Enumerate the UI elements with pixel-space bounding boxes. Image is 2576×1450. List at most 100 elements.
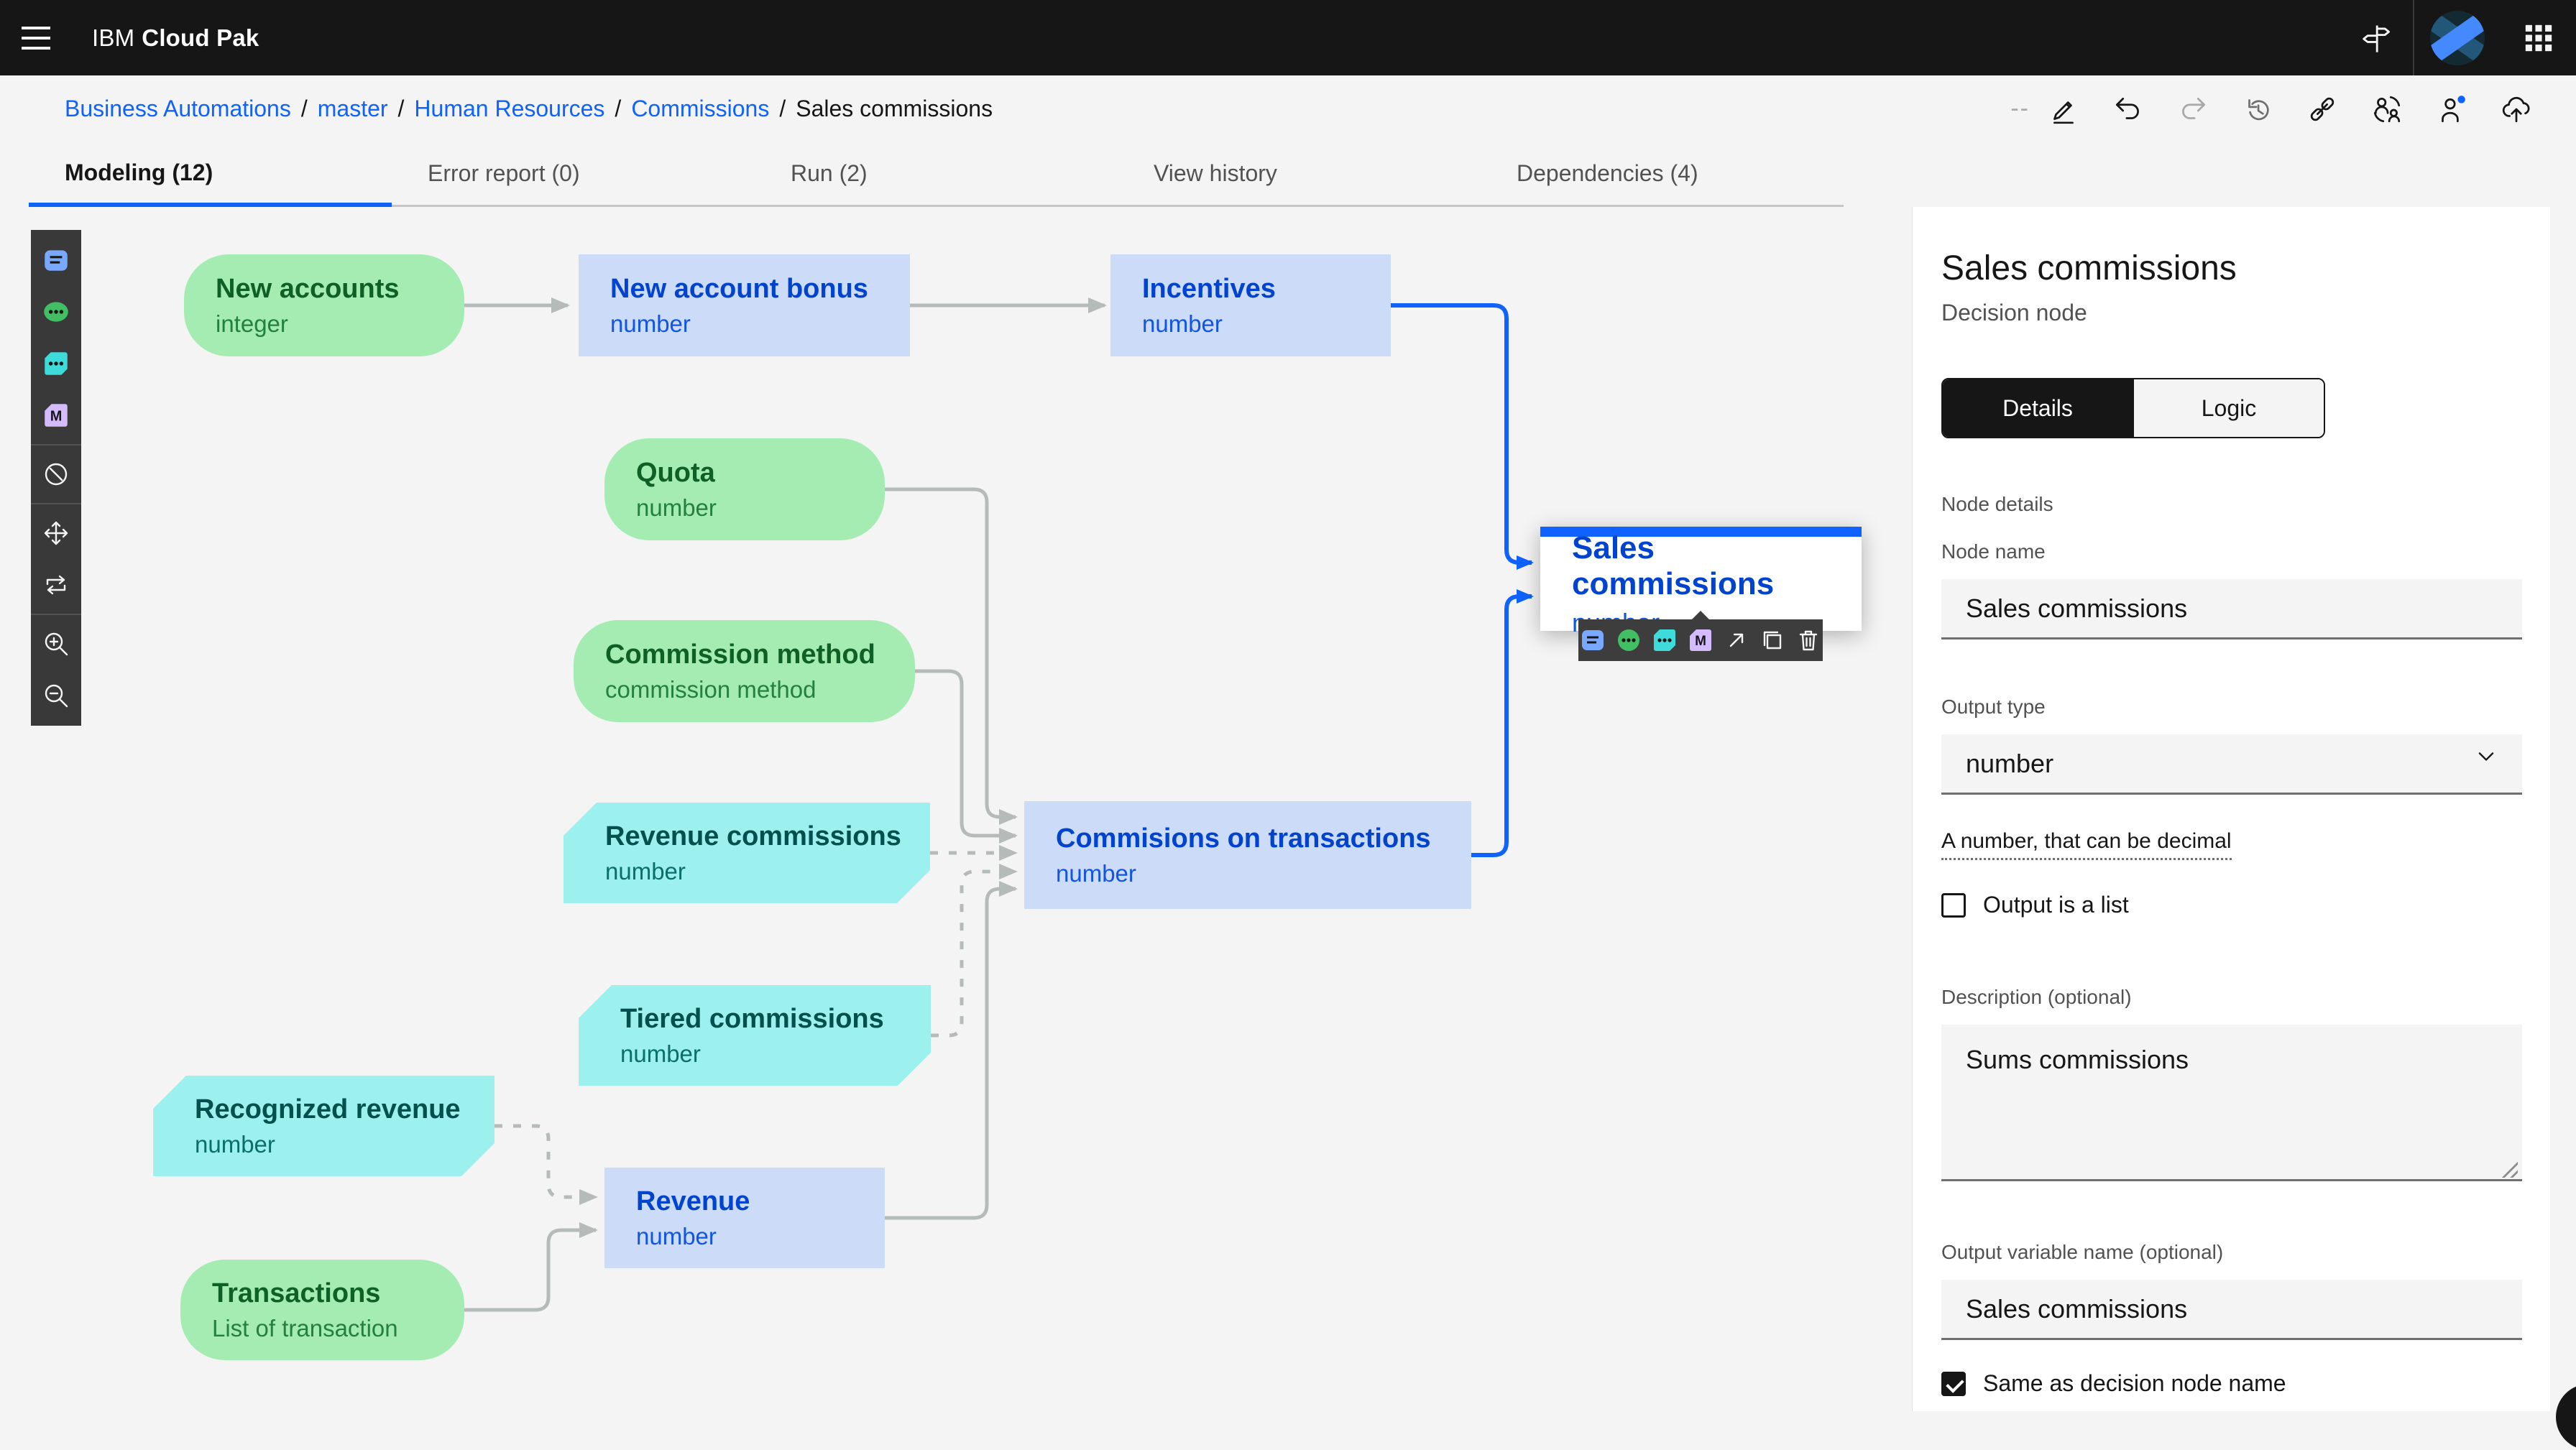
same-as-node-name-label: Same as decision node name [1983,1370,2286,1396]
palette-input-data-node[interactable] [31,286,81,338]
edge-quota-to-commissions [885,487,1018,825]
edit-icon[interactable] [2033,78,2094,140]
add-input-data-node-button[interactable] [1614,625,1643,655]
same-as-node-name-row[interactable]: Same as decision node name [1941,1370,2521,1397]
palette-divider [31,444,81,445]
node-title: Sales commissions [1572,530,1775,601]
node-output-type: number [1142,310,1223,337]
output-is-list-row[interactable]: Output is a list [1941,892,2521,918]
node-title: Quota [636,457,715,488]
launch-icon[interactable] [1722,625,1751,655]
node-palette: M [31,230,81,726]
svg-text:M: M [1695,634,1706,649]
tab-error-report[interactable]: Error report (0) [392,142,755,207]
node-output-type: commission method [605,675,816,703]
description-textarea[interactable]: Sums commissions [1941,1025,2522,1181]
details-tab-button[interactable]: Details [1943,379,2133,437]
add-decision-node-button[interactable] [1578,625,1607,655]
active-users-icon[interactable] [2421,78,2483,140]
breadcrumb-human-resources[interactable]: Human Resources [414,96,605,121]
node-name-label: Node name [1941,540,2046,563]
add-function-node-button[interactable] [1650,625,1679,655]
node-output-type: number [195,1130,275,1158]
header-divider [2413,0,2414,75]
panel-subtitle: Decision node [1941,300,2087,325]
link-icon[interactable] [2291,78,2353,140]
tab-dependencies[interactable]: Dependencies (4) [1481,142,1844,207]
node-new-account-bonus[interactable]: New account bonus number [579,254,910,356]
edge-transactions-to-revenue [464,1222,598,1312]
clear-icon[interactable] [31,448,81,500]
output-is-list-checkbox[interactable] [1941,892,1966,918]
node-name-input[interactable] [1941,579,2522,639]
node-title: Commisions on transactions [1056,823,1431,854]
redo-icon[interactable] [2162,78,2224,140]
view-tabs: Modeling (12) Error report (0) Run (2) V… [29,142,1844,207]
zoom-in-icon[interactable] [31,618,81,670]
output-variable-label: Output variable name (optional) [1941,1241,2224,1263]
app-switcher-icon[interactable] [2501,0,2576,75]
type-definition-link[interactable]: A number, that can be decimal [1941,829,2232,860]
palette-divider [31,503,81,504]
node-title: Transactions [212,1278,381,1308]
hamburger-menu-icon[interactable] [0,0,72,75]
breadcrumb-commissions[interactable]: Commissions [631,96,770,121]
edge-method-to-commissions [915,669,1018,844]
node-title: Commission method [605,639,875,670]
deploy-icon[interactable] [2485,78,2547,140]
node-output-type: number [610,310,691,337]
tab-view-history[interactable]: View history [1118,142,1481,207]
palette-function-node[interactable] [31,338,81,389]
collaborate-icon[interactable] [2356,78,2418,140]
node-output-type: List of transaction [212,1314,398,1342]
duplicate-icon[interactable] [1758,625,1787,655]
palette-predictive-model-node[interactable]: M [31,389,81,441]
node-context-toolbar: M [1578,611,1823,661]
svg-text:M: M [50,408,63,424]
same-as-node-name-checkbox[interactable] [1941,1371,1966,1396]
node-commission-method[interactable]: Commission method commission method [574,620,915,722]
document-action-bar: -- [2010,78,2547,140]
palette-decision-node[interactable] [31,234,81,286]
properties-panel: Sales commissions Decision node Details … [1912,207,2550,1411]
node-title: New accounts [216,273,400,304]
diagram-edges [464,297,1534,1312]
avatar[interactable] [2414,0,2501,75]
history-icon[interactable] [2227,78,2288,140]
tab-modeling[interactable]: Modeling (12) [29,142,392,207]
breadcrumb-business-automations[interactable]: Business Automations [65,96,291,121]
auto-layout-icon[interactable] [31,559,81,611]
edge-incentives-to-sales [1391,303,1534,570]
zoom-out-icon[interactable] [31,670,81,721]
edge-tiered-to-commissions [931,864,1018,1038]
breadcrumb-master[interactable]: master [317,96,388,121]
breadcrumb: Business Automations / master / Human Re… [65,96,993,121]
delete-icon[interactable] [1794,625,1823,655]
add-predictive-model-node-button[interactable]: M [1686,625,1715,655]
output-variable-input[interactable] [1941,1280,2522,1340]
pan-icon[interactable] [31,507,81,559]
tab-run[interactable]: Run (2) [755,142,1118,207]
undo-icon[interactable] [2097,78,2159,140]
node-output-type: number [605,857,686,885]
palette-divider [31,614,81,615]
logic-tab-button[interactable]: Logic [2133,379,2324,437]
node-title: New account bonus [610,273,868,304]
output-type-value[interactable] [1941,734,2522,795]
output-type-select[interactable] [1941,719,2522,795]
node-output-type: number [620,1040,701,1067]
wayfinding-icon[interactable] [2337,0,2413,75]
